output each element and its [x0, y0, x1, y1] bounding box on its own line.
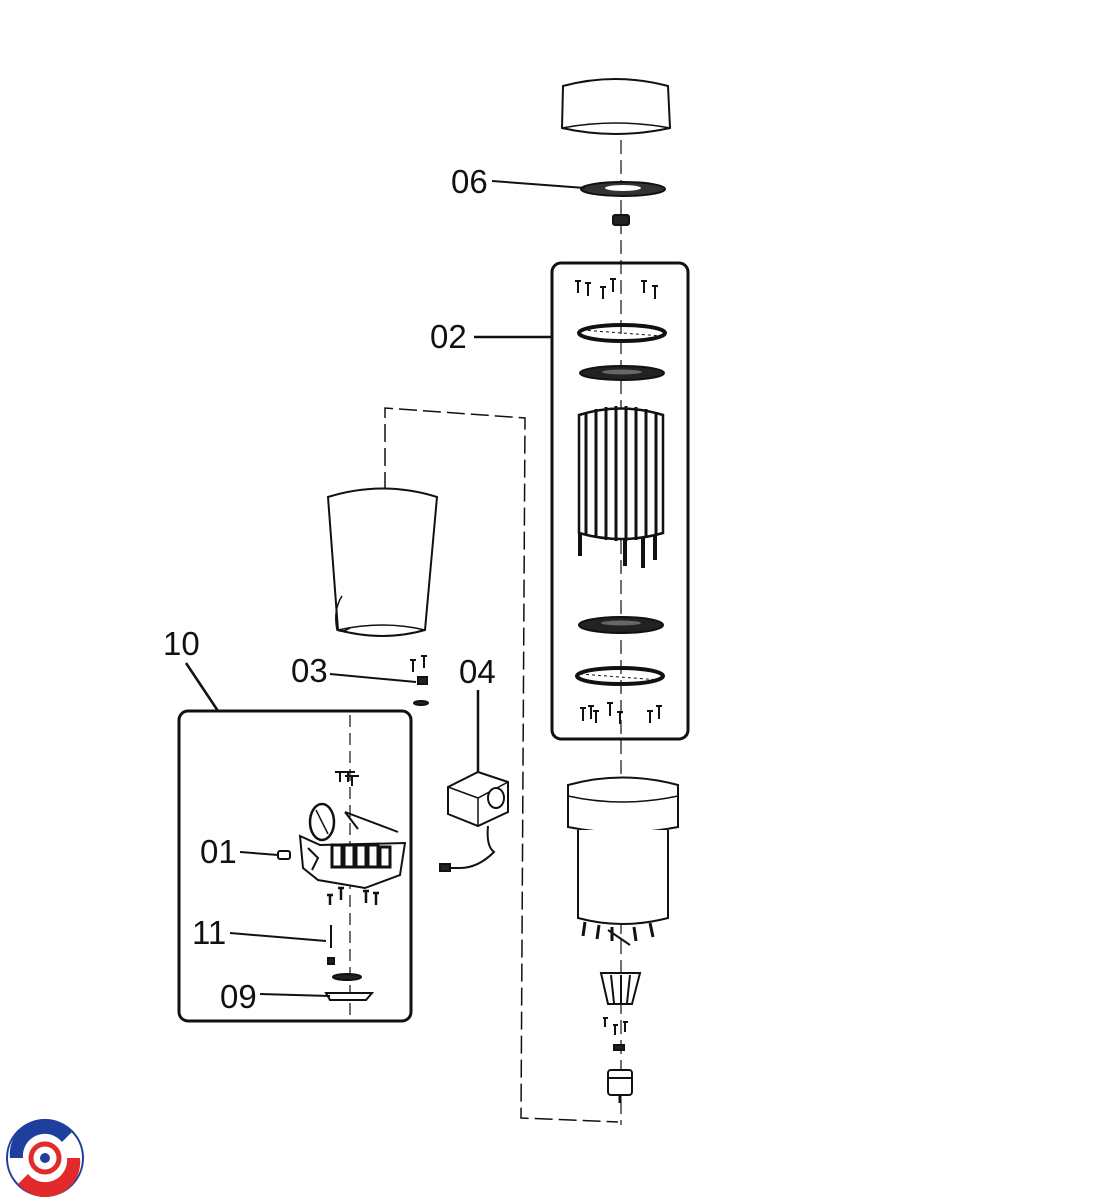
label-09: 09	[220, 978, 257, 1015]
leader-11	[229, 932, 327, 942]
leader-03	[329, 673, 417, 683]
cup-housing	[326, 487, 439, 637]
part-09-plate	[324, 973, 375, 1001]
label-11: 11	[192, 914, 227, 951]
label-01: 01	[200, 833, 237, 870]
pump-assembly	[298, 802, 407, 890]
label-02: 02	[430, 318, 467, 355]
filter-cylinder	[577, 406, 665, 568]
upper-ring	[577, 323, 667, 343]
coupling-screws	[603, 1017, 628, 1035]
lower-ring	[575, 666, 665, 686]
top-cap	[560, 78, 672, 135]
dashed-connector-path	[384, 407, 619, 1123]
pump-base-screws	[327, 886, 379, 905]
top-screws	[575, 278, 658, 299]
label-04: 04	[459, 653, 496, 690]
label-06: 06	[451, 163, 488, 200]
leader-06	[491, 180, 586, 189]
leader-10	[184, 662, 220, 712]
coupling	[599, 972, 642, 1005]
label-10: 10	[163, 625, 200, 662]
label-03: 03	[291, 652, 328, 689]
base-housing	[567, 776, 679, 946]
part-01-connector	[277, 850, 291, 860]
part-10-group-box	[177, 709, 413, 1023]
part-06-disc	[580, 181, 666, 226]
part-02-group-box	[550, 261, 690, 741]
lower-gasket	[578, 616, 664, 634]
bottom-screws	[580, 702, 662, 724]
pump-top-screws	[335, 771, 359, 786]
brand-swirl-logo	[6, 1118, 84, 1198]
leader-01	[239, 851, 279, 856]
part-11-pin	[327, 925, 335, 965]
part-03-fasteners	[410, 655, 429, 706]
motor-shaft-part	[607, 1044, 633, 1103]
upper-gasket	[579, 365, 665, 381]
part-04-power-adapter	[439, 770, 509, 872]
leader-09	[259, 993, 331, 997]
